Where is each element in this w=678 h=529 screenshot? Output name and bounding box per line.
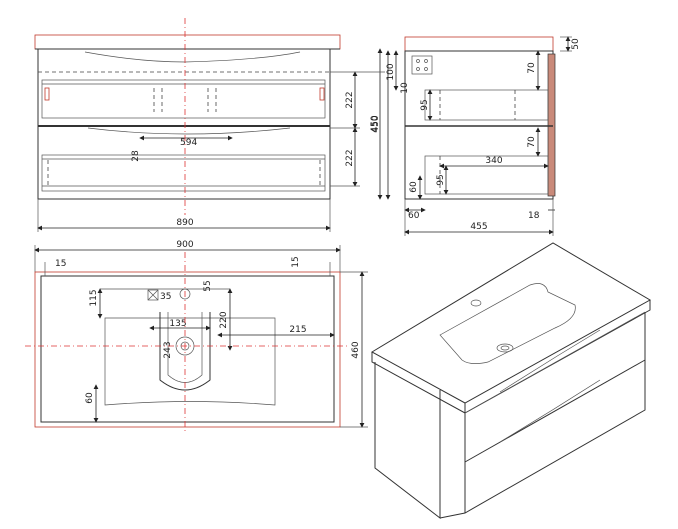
dim-upper-drawer: 222 <box>345 91 355 108</box>
side-basin-top <box>404 36 554 52</box>
dim-top-left-15: 15 <box>55 259 66 269</box>
dim-lower-drawer: 222 <box>345 149 355 166</box>
dim-inner-width: 594 <box>180 138 197 148</box>
top-drawer-cutout <box>159 312 211 391</box>
dim-front-height: 450 <box>370 115 380 132</box>
front-lower-drawer <box>41 154 326 192</box>
dim-top-115: 115 <box>89 289 99 306</box>
front-basin-top <box>34 34 341 50</box>
dim-side-60-v: 60 <box>409 181 419 193</box>
isometric-view <box>370 242 652 520</box>
dim-side-60-h: 60 <box>408 211 420 221</box>
dim-side-450: 450 <box>371 115 381 132</box>
dim-top-55: 55 <box>203 280 213 291</box>
top-view: 900 15 15 35 115 55 135 220 215 243 60 <box>25 240 368 432</box>
iso-lower-drawer-handle <box>499 379 601 443</box>
dim-top-243: 243 <box>163 341 173 358</box>
dim-side-depth: 455 <box>470 222 487 232</box>
dim-top-width: 900 <box>176 240 193 250</box>
dim-side-100: 100 <box>386 63 396 80</box>
top-bowl <box>104 317 276 406</box>
dim-top-right-15: 15 <box>291 256 301 267</box>
side-view: 50 100 450 70 10 95 70 340 95 60 60 18 4… <box>371 36 581 236</box>
front-view: 222 222 450 594 28 890 <box>34 18 385 232</box>
top-basin-outline <box>34 271 341 428</box>
dim-side-95-bot: 95 <box>436 174 446 185</box>
dim-side-95-top: 95 <box>420 99 430 110</box>
side-wall-section <box>547 53 556 197</box>
dim-side-10: 10 <box>400 82 410 94</box>
dim-top-220: 220 <box>219 311 229 328</box>
side-upper-drawer <box>424 89 549 121</box>
iso-top-surface <box>370 242 652 404</box>
dim-side-70-mid: 70 <box>527 136 537 148</box>
dim-top-215: 215 <box>289 325 306 335</box>
dim-top-60: 60 <box>85 392 95 404</box>
front-basin-bowl <box>84 51 301 63</box>
dim-top-hole: 35 <box>160 292 171 302</box>
top-cabinet-outline <box>40 275 335 423</box>
dim-side-18: 18 <box>528 211 540 221</box>
dim-top-depth: 460 <box>351 341 361 358</box>
dim-top-thickness: 50 <box>571 38 581 50</box>
dim-top-135: 135 <box>169 319 186 329</box>
front-upper-drawer <box>41 79 326 119</box>
side-lower-drawer <box>424 155 549 195</box>
iso-basin <box>439 283 576 364</box>
iso-cabinet-side <box>374 362 441 520</box>
dim-front-width: 890 <box>176 218 193 228</box>
dim-side-340: 340 <box>485 156 502 166</box>
dim-offset: 28 <box>131 150 141 162</box>
dim-side-70-top: 70 <box>527 62 537 74</box>
front-cabinet <box>37 48 331 200</box>
iso-upper-drawer-handle <box>499 329 601 393</box>
